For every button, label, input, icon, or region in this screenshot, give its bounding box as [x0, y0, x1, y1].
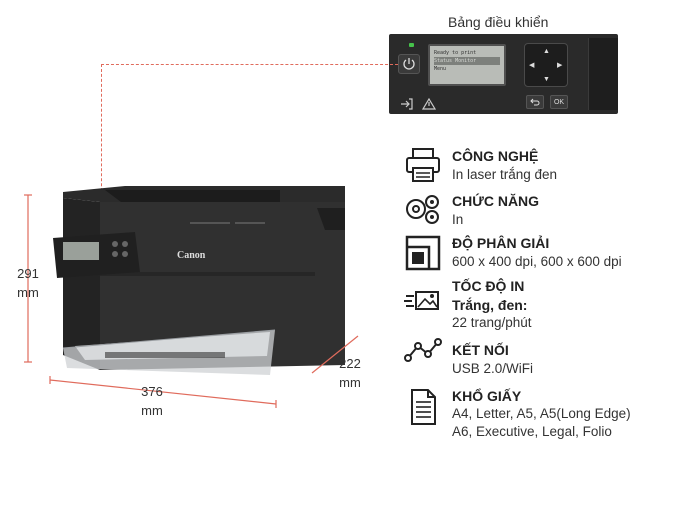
arrow-right-icon[interactable]: ▶	[557, 62, 563, 69]
printer-brand: Canon	[177, 250, 206, 261]
feature-desc: 600 x 400 dpi, 600 x 600 dpi	[452, 254, 622, 269]
job-icon	[401, 98, 413, 110]
feature-title: KẾT NỐI	[452, 342, 509, 358]
feature-desc: 22 trang/phút	[452, 315, 532, 330]
height-dimension: 291 mm	[6, 264, 50, 302]
feature-title: ĐỘ PHÂN GIẢI	[452, 235, 550, 251]
feature-title: CHỨC NĂNG	[452, 193, 540, 209]
depth-value: 222	[339, 356, 361, 371]
depth-unit: mm	[339, 375, 361, 390]
feature-title: TỐC ĐỘ IN	[452, 278, 525, 294]
width-value: 376	[141, 384, 163, 399]
feature-title: CÔNG NGHỆ	[452, 148, 539, 164]
width-unit: mm	[141, 403, 163, 418]
height-value: 291	[17, 266, 39, 281]
panel-leader-line-v	[101, 64, 102, 216]
connection-icon	[404, 338, 442, 362]
lcd-line: Menu	[434, 66, 447, 72]
paper-size-icon	[411, 389, 436, 425]
printer-icon	[406, 148, 440, 182]
power-icon	[403, 58, 415, 70]
feature-desc: In laser trắng đen	[452, 167, 558, 182]
arrow-down-icon[interactable]: ▼	[543, 76, 550, 83]
printer-illustration: Canon	[53, 186, 345, 375]
direction-pad[interactable]: ▲ ▼ ◀ ▶	[524, 43, 568, 87]
feature-desc: A4, Letter, A5, A5(Long Edge)	[452, 406, 631, 421]
lcd-line: Ready to print	[434, 50, 477, 56]
back-button[interactable]	[526, 95, 544, 109]
ok-button[interactable]: OK	[550, 95, 568, 109]
back-icon	[530, 98, 540, 106]
arrow-up-icon[interactable]: ▲	[543, 48, 550, 55]
feature-desc: In	[452, 212, 464, 227]
error-icon	[422, 98, 436, 110]
control-panel-edge	[588, 38, 618, 110]
width-dimension: 376 mm	[130, 382, 174, 420]
resolution-icon	[405, 235, 441, 271]
lcd-display: Ready to print Status Monitor Menu	[428, 44, 506, 86]
power-button[interactable]	[398, 54, 420, 74]
feature-desc: A6, Executive, Legal, Folio	[452, 424, 612, 439]
height-unit: mm	[17, 285, 39, 300]
function-gears-icon	[406, 195, 439, 224]
feature-subtitle: Trắng, đen:	[452, 297, 528, 313]
feature-desc: USB 2.0/WiFi	[452, 361, 534, 376]
lcd-line-selected: Status Monitor	[434, 57, 500, 65]
print-speed-icon	[404, 291, 439, 310]
panel-leader-line-h	[101, 64, 398, 65]
arrow-left-icon[interactable]: ◀	[529, 62, 535, 69]
control-panel-title: Bảng điều khiển	[448, 14, 549, 30]
power-led	[409, 43, 414, 47]
feature-title: KHỔ GIẤY	[452, 388, 522, 404]
depth-dimension: 222 mm	[328, 354, 372, 392]
